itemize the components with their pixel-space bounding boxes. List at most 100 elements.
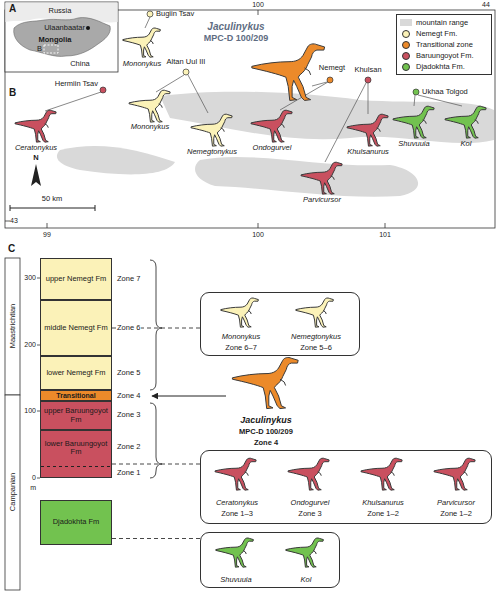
- taxon-text: Zone 1–3: [221, 510, 253, 518]
- longitude-value: 101: [379, 231, 391, 239]
- taxon-text: Zone 3: [298, 510, 321, 518]
- latitude-value: 43: [10, 217, 18, 225]
- taxon-text: Zone 6–7: [225, 344, 257, 352]
- taxon-text: Ondogurvel: [291, 499, 330, 507]
- formation-band: middle Nemegt Fm: [40, 300, 112, 356]
- zone-label: Zone 4: [116, 391, 141, 399]
- depth-value: 200: [24, 341, 36, 349]
- taxon-text: Mononykus: [222, 333, 260, 341]
- zone-label: Zone 4: [254, 439, 278, 447]
- panel-letter: C: [8, 243, 15, 254]
- zone-label: Zone 5: [116, 369, 141, 377]
- depth-unit: m: [30, 484, 36, 492]
- zone-label: Zone 7: [116, 275, 141, 283]
- locality-name: Ukhaa Tolgod: [422, 88, 468, 96]
- formation-band: Transitional: [40, 390, 112, 401]
- latitude-value: 44: [482, 1, 490, 9]
- depth-value: 300: [24, 274, 36, 282]
- legend-swatch-dot: [402, 52, 410, 60]
- taxon-text: Zone 1–2: [440, 510, 472, 518]
- taxon-name: Mononykus: [131, 123, 169, 131]
- legend-row: Baruungoyot Fm.: [400, 50, 488, 61]
- taxon-name: Mononykus: [123, 60, 161, 68]
- map-frame: [5, 10, 495, 228]
- locality-name: Altan Uul III: [167, 58, 206, 66]
- legend-text: Baruungoyot Fm.: [416, 51, 474, 60]
- formation-band: upper Baruungoyot Fm: [40, 401, 112, 430]
- legend-swatch-dot: [402, 41, 410, 49]
- stage-name: Maastrichtian: [8, 304, 16, 349]
- depth-value: 0: [32, 474, 36, 482]
- country-name: Mongolia: [39, 36, 72, 44]
- legend-text: Transitional zone: [416, 40, 473, 49]
- taxon-text: Ceratonykus: [216, 499, 258, 507]
- country-name: China: [70, 60, 90, 68]
- specimen-name: Jaculinykus: [207, 21, 264, 32]
- zone-label: Zone 3: [116, 411, 141, 419]
- depth-value: 100: [24, 407, 36, 415]
- taxon-box: CeratonykusZone 1–3 OndogurvelZone 3 Khuls…: [200, 450, 492, 524]
- formation-name: Djadokhta Fm: [53, 518, 100, 526]
- formation-band: lower Nemegt Fm: [40, 356, 112, 390]
- taxon-text: Zone 1–2: [367, 510, 399, 518]
- taxon-name: Ondogurvel: [253, 144, 292, 152]
- taxon-name: Ceratonykus: [15, 144, 57, 152]
- dinosaur-silhouette: [215, 298, 475, 567]
- taxon-name: Jaculinykus: [240, 416, 292, 426]
- age-bar: [5, 258, 20, 590]
- specimen-number: MPC-D 100/209: [204, 34, 269, 44]
- locality-name: Nemegt: [319, 64, 345, 72]
- mountain-range: [57, 92, 494, 197]
- inset-letter: B: [37, 45, 42, 53]
- legend-row: Djadokhta Fm.: [400, 61, 488, 72]
- legend-row: mountain range: [400, 17, 488, 28]
- locality-dot: [100, 11, 419, 95]
- dashed-connector: [112, 464, 200, 465]
- legend-text: mountain range: [416, 18, 468, 27]
- taxon-text: Shuvuuia: [220, 576, 251, 584]
- formation-name: middle Nemegt Fm: [44, 324, 107, 332]
- specimen-number: MPC-D 100/209: [239, 428, 293, 436]
- taxon-text: Nemegtonykus: [291, 333, 341, 341]
- legend-swatch-dot: [402, 63, 410, 71]
- taxon-name: Shuvuuia: [398, 140, 429, 148]
- panel-letter: B: [9, 87, 16, 98]
- pointer-arrow: [152, 396, 226, 397]
- dashed-connector: [112, 538, 200, 539]
- locality-name: Bugiin Tsav: [156, 10, 194, 18]
- formation-band: upper Nemegt Fm: [40, 258, 112, 300]
- taxon-name: Parvicursor: [303, 196, 341, 204]
- formation-name: upper Nemegt Fm: [46, 275, 106, 283]
- taxon-text: Zone 5–6: [300, 344, 332, 352]
- formation-name: lower Nemegt Fm: [46, 369, 105, 377]
- taxon-text: Khulsanurus: [362, 499, 404, 507]
- grid-tick: [5, 10, 385, 228]
- formation-band: Djadokhta Fm: [40, 500, 112, 545]
- stage-name: Campanian: [8, 473, 16, 511]
- locality-name: Khulsan: [354, 66, 381, 74]
- scale-bar: [10, 205, 95, 211]
- compass-letter: N: [33, 154, 38, 162]
- zone-label: Zone 2: [116, 443, 141, 451]
- taxon-name: Nemegtonykus: [187, 148, 237, 156]
- legend-box: mountain rangeNemegt Fm.Transitional zon…: [396, 14, 492, 75]
- zone-bracket: [150, 260, 162, 478]
- locality-name: Hermiin Tsav: [55, 80, 98, 88]
- formation-name: upper Baruungoyot Fm: [43, 407, 109, 424]
- country-name: Russia: [49, 7, 72, 15]
- longitude-value: 99: [43, 231, 51, 239]
- inset-map: [5, 2, 118, 72]
- taxon-text: Parvicursor: [437, 499, 475, 507]
- city-name: Ulaanbaatar: [44, 24, 85, 32]
- formation-name: Transitional: [56, 392, 95, 399]
- legend-swatch-rect: [400, 19, 412, 26]
- taxon-name: Kol: [461, 140, 472, 148]
- formation-band: lower Baruungoyot Fm: [40, 430, 112, 478]
- taxon-box: MononykusZone 6–7 NemegtonykusZone 5–6: [200, 292, 360, 356]
- zone-label: Zone 1: [116, 469, 141, 477]
- scale-label: 50 km: [42, 195, 62, 203]
- legend-row: Nemegt Fm.: [400, 28, 488, 39]
- longitude-value: 100: [252, 231, 264, 239]
- legend-row: Transitional zone: [400, 39, 488, 50]
- panel-letter: A: [9, 3, 16, 14]
